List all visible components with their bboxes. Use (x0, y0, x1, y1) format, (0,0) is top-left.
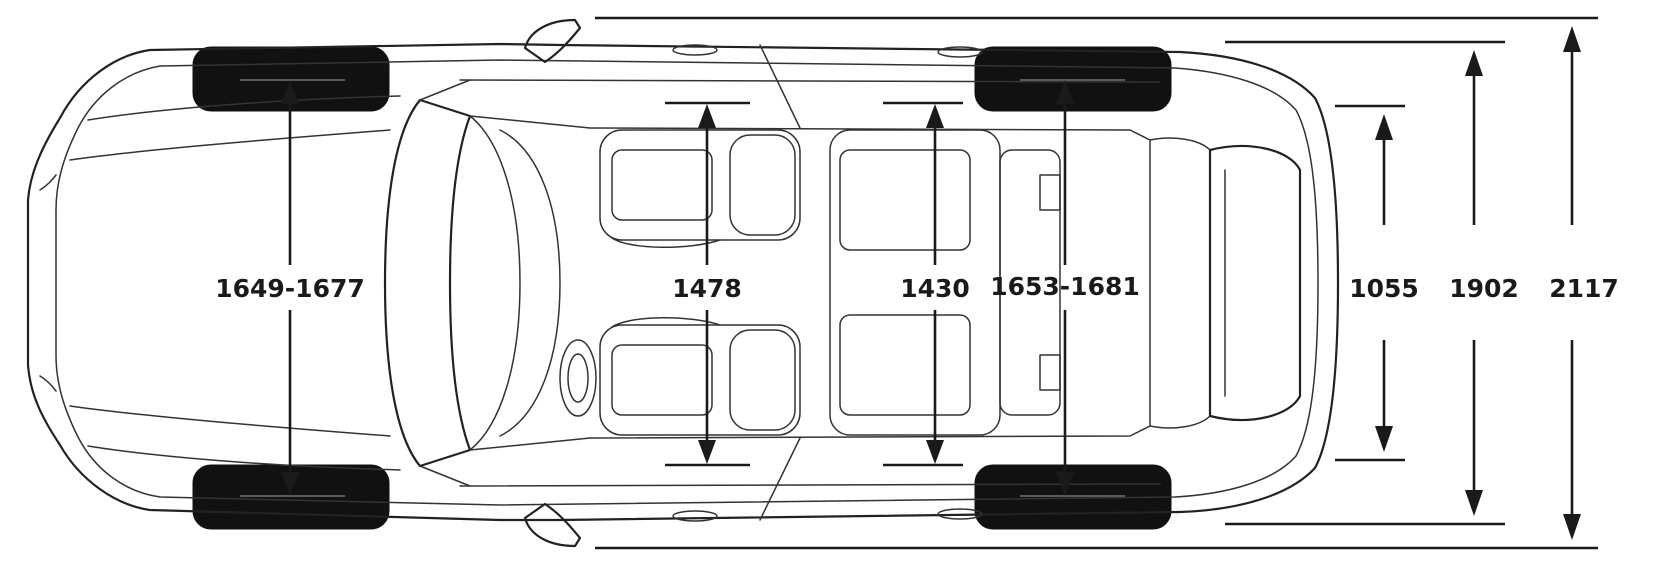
mirror-width-label: 2117 (1549, 274, 1619, 303)
rear-bench (829, 129, 1061, 436)
front-shoulder-label: 1478 (672, 274, 742, 303)
extension-lines (595, 16, 1598, 550)
steering-wheel (559, 339, 597, 417)
body-width-arrow (1465, 50, 1483, 516)
rear-shoulder-arrow (926, 104, 944, 464)
tailgate-width-label: 1055 (1349, 274, 1419, 303)
mirror-left (523, 18, 582, 64)
rear-shoulder-label: 1430 (900, 274, 970, 303)
front-track-label: 1649-1677 (215, 274, 365, 303)
body-width-label: 1902 (1449, 274, 1519, 303)
windshield (383, 98, 472, 468)
front-shoulder-arrow (698, 104, 716, 464)
front-seats (599, 129, 801, 436)
rear-track-label: 1653-1681 (990, 272, 1140, 301)
rear-window (1208, 144, 1302, 422)
front-track-arrow (281, 80, 299, 496)
mirror-right (523, 502, 582, 548)
dimension-arrows (281, 26, 1581, 540)
tire-rear-left (974, 46, 1172, 112)
cargo-floor (1149, 137, 1211, 429)
tailgate-width-arrow (1375, 114, 1393, 452)
dimension-labels: 1649-1677 1478 1430 1653-1681 1055 1902 … (215, 272, 1619, 303)
rear-track-arrow (1056, 80, 1074, 496)
body-outline (26, 42, 1340, 522)
mirror-width-arrow (1563, 26, 1581, 540)
car-body (26, 18, 1340, 548)
